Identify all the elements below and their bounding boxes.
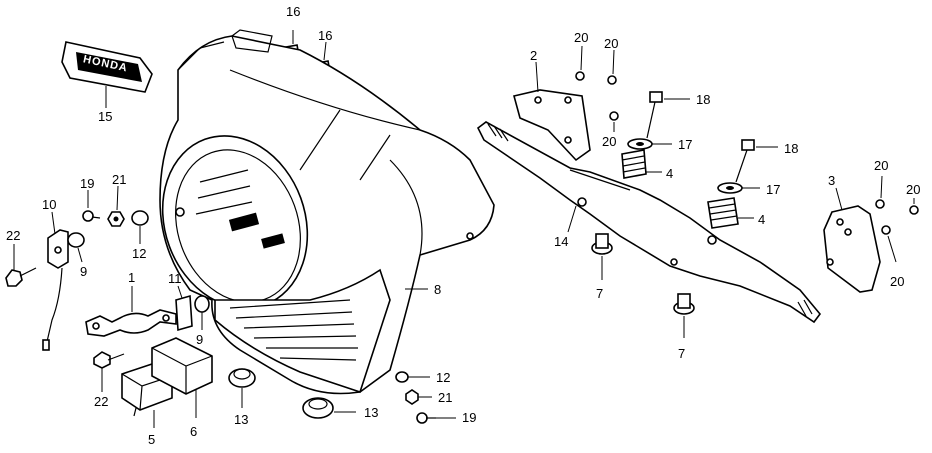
callout-20-f: 20 — [890, 274, 904, 289]
callout-6: 6 — [190, 424, 197, 439]
screw-part-22-bottom — [93, 351, 125, 369]
callout-12-a: 12 — [132, 246, 146, 261]
callout-16-a: 16 — [286, 4, 300, 19]
bolt-part-18-lower — [735, 139, 755, 183]
grommet-part-9-right — [194, 295, 210, 313]
callout-20-d: 20 — [874, 158, 888, 173]
callout-16-b: 16 — [318, 28, 332, 43]
screw-part-20-e — [909, 205, 919, 215]
callout-20-c: 20 — [602, 134, 616, 149]
callout-18-a: 18 — [696, 92, 710, 107]
wire-terminal — [42, 339, 50, 351]
callout-2: 2 — [530, 48, 537, 63]
grommet-part-9-left — [67, 232, 85, 248]
washer-part-17-lower — [717, 182, 743, 194]
bracket-part-1 — [85, 309, 177, 337]
callout-22-a: 22 — [6, 228, 20, 243]
screw-part-20-c — [609, 111, 619, 121]
callout-21-a: 21 — [112, 172, 126, 187]
callout-18-b: 18 — [784, 141, 798, 156]
callout-20-e: 20 — [906, 182, 920, 197]
callout-19-a: 19 — [80, 176, 94, 191]
callout-20-b: 20 — [604, 36, 618, 51]
handlebar-cover-part-8 — [159, 29, 495, 395]
emblem-part-15: HONDA — [61, 41, 153, 93]
callout-4-a: 4 — [666, 166, 673, 181]
callout-12-b: 12 — [436, 370, 450, 385]
grommet-part-13-left — [228, 368, 256, 388]
screw-part-20-f — [881, 225, 891, 235]
rubber-mount-part-4-lower — [707, 197, 739, 229]
callout-7-b: 7 — [678, 346, 685, 361]
screw-part-20-d — [875, 199, 885, 209]
callout-20-a: 20 — [574, 30, 588, 45]
callout-9-a: 9 — [80, 264, 87, 279]
bolt-part-7-lower — [673, 293, 695, 315]
bolt-part-7-upper — [591, 233, 613, 255]
callout-13-a: 13 — [234, 412, 248, 427]
grommet-part-12-left — [131, 210, 149, 226]
callout-7-a: 7 — [596, 286, 603, 301]
callout-19-b: 19 — [462, 410, 476, 425]
callout-17-a: 17 — [678, 137, 692, 152]
grommet-part-13-right — [302, 397, 334, 419]
callout-4-b: 4 — [758, 212, 765, 227]
bracket-part-11 — [175, 294, 193, 332]
callout-22-b: 22 — [94, 394, 108, 409]
callout-13-b: 13 — [364, 405, 378, 420]
callout-14: 14 — [554, 234, 568, 249]
screw-part-20-a — [575, 71, 585, 81]
handlebar-pipe-part-14 — [476, 121, 822, 324]
callout-11: 11 — [168, 271, 182, 286]
bracket-part-10 — [47, 229, 69, 269]
callout-9-b: 9 — [196, 332, 203, 347]
rubber-mount-part-4-upper — [621, 149, 647, 179]
wire — [45, 267, 63, 347]
relay-part-6 — [151, 337, 213, 395]
screw-part-19-left — [82, 210, 101, 222]
bracket-part-2 — [513, 89, 591, 162]
nut-part-21-bottom — [405, 389, 419, 405]
screw-part-20-b — [607, 75, 617, 85]
grommet-part-12-bottom — [395, 371, 409, 383]
screw-part-22-top — [5, 267, 37, 287]
callout-5: 5 — [148, 432, 155, 447]
callout-3: 3 — [828, 173, 835, 188]
callout-10: 10 — [42, 197, 56, 212]
washer-part-17-upper — [627, 138, 653, 150]
bracket-part-3 — [823, 205, 881, 293]
bolt-part-18-upper — [646, 91, 663, 139]
callout-15: 15 — [98, 109, 112, 124]
screw-part-19-bottom — [416, 412, 436, 424]
nut-part-21-left — [107, 211, 125, 227]
callout-17-b: 17 — [766, 182, 780, 197]
callout-1: 1 — [128, 270, 135, 285]
callout-8: 8 — [434, 282, 441, 297]
callout-21-b: 21 — [438, 390, 452, 405]
